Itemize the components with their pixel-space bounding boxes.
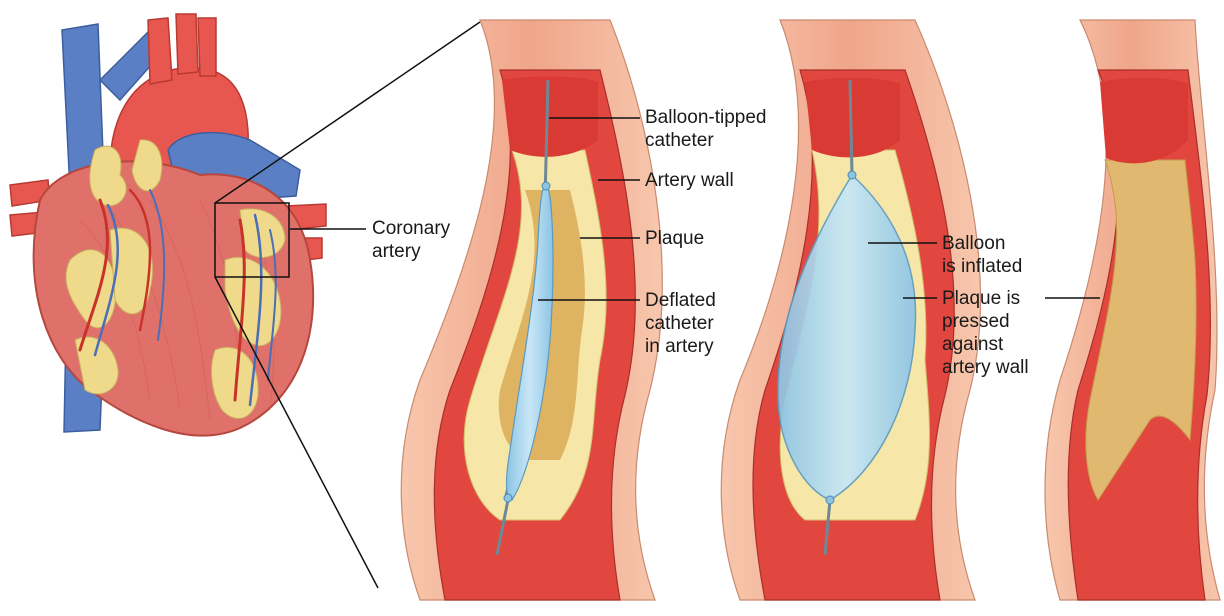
label-artery-wall: Artery wall (645, 169, 734, 192)
label-deflated-catheter: Deflated catheter in artery (645, 289, 716, 358)
label-plaque: Plaque (645, 227, 704, 250)
heart-illustration (10, 14, 326, 436)
artery-panel-opened (1045, 20, 1220, 600)
zoom-line-top (215, 22, 480, 203)
label-balloon-tipped-catheter: Balloon-tipped catheter (645, 106, 766, 152)
label-plaque-pressed: Plaque is pressed against artery wall (942, 287, 1029, 379)
label-balloon-inflated: Balloon is inflated (942, 232, 1022, 278)
label-coronary-artery: Coronary artery (372, 217, 450, 263)
artery-panel-deflated (401, 20, 662, 600)
